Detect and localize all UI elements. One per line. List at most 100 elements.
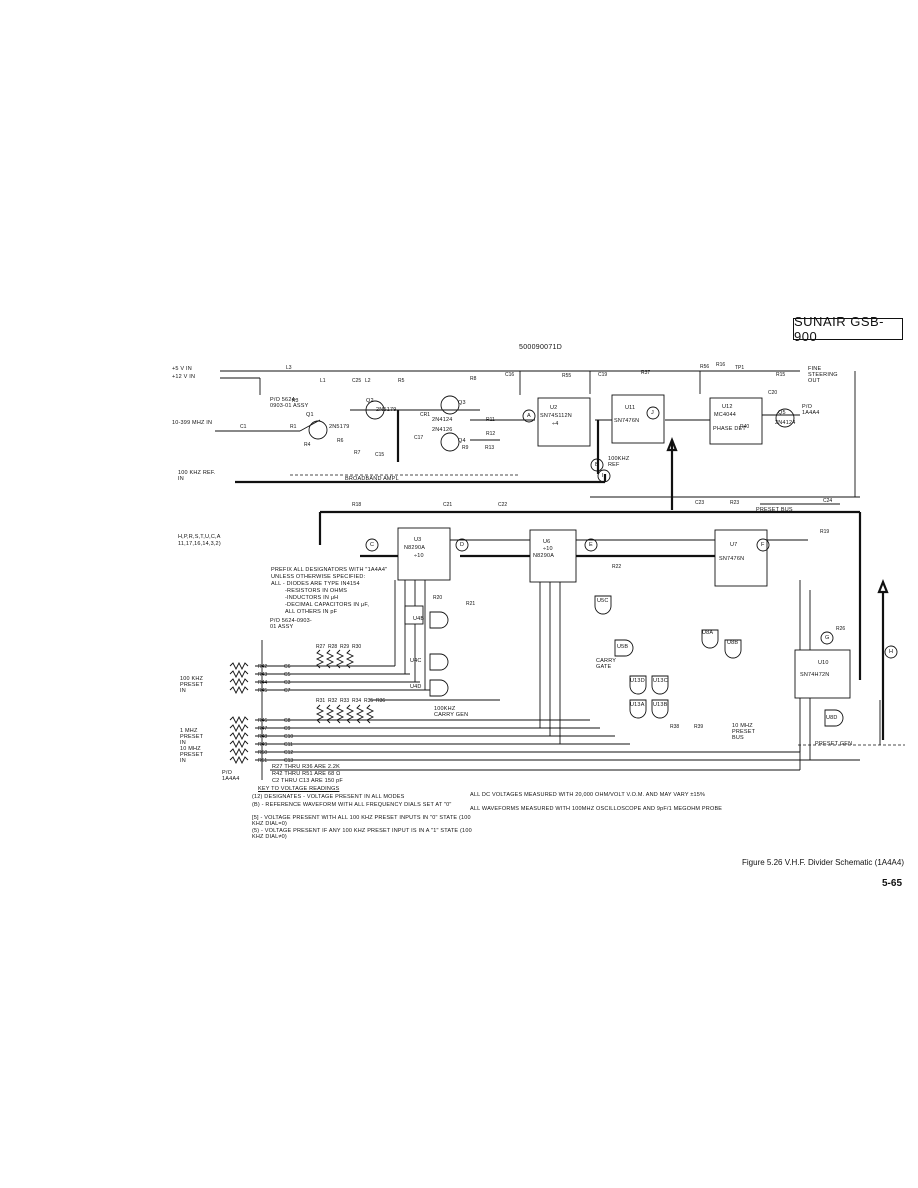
svg-text:C9: C9 bbox=[284, 726, 291, 732]
u10-part: SN74H72N bbox=[800, 672, 830, 678]
svg-text:R46: R46 bbox=[258, 718, 267, 724]
svg-text:C7: C7 bbox=[284, 688, 291, 694]
plus12-input-label: +12 V IN bbox=[172, 374, 196, 380]
note-prefix-4: -INDUCTORS IN μH bbox=[285, 595, 339, 601]
svg-text:R20: R20 bbox=[433, 595, 442, 601]
transistors bbox=[308, 395, 795, 452]
gate-u13c: U13C bbox=[653, 678, 668, 684]
svg-text:R27: R27 bbox=[316, 644, 325, 650]
key-title: KEY TO VOLTAGE READINGS bbox=[258, 786, 340, 792]
svg-text:L1: L1 bbox=[320, 378, 326, 384]
gate-u4c: U4C bbox=[410, 658, 422, 664]
svg-text:C17: C17 bbox=[414, 435, 423, 441]
svg-text:R38: R38 bbox=[670, 724, 679, 730]
svg-text:R18: R18 bbox=[352, 502, 361, 508]
po-bottom-label: P/O 1A4A4 bbox=[222, 770, 240, 782]
gate-u13b: U13B bbox=[653, 702, 668, 708]
ref-input-label: 100 KHZ REF. IN bbox=[178, 470, 216, 482]
svg-text:R28: R28 bbox=[328, 644, 337, 650]
svg-text:R9: R9 bbox=[462, 445, 469, 451]
q3-label: Q3 bbox=[458, 400, 466, 406]
u3-part: N8290A bbox=[404, 545, 426, 551]
wave-point-a: A bbox=[527, 413, 531, 419]
dc-voltage-note: ALL DC VOLTAGES MEASURED WITH 20,000 OHM… bbox=[470, 792, 706, 798]
wave-point-f: F bbox=[761, 542, 765, 548]
assy-label-top: P/O 5624-0903-01 ASSY bbox=[270, 397, 309, 409]
note-prefix-5: -DECIMAL CAPACITORS IN μF, bbox=[285, 602, 370, 608]
svg-text:R36: R36 bbox=[376, 698, 385, 704]
q1-label: Q1 bbox=[306, 412, 314, 418]
svg-text:L3: L3 bbox=[286, 365, 292, 371]
svg-text:R42: R42 bbox=[258, 664, 267, 670]
key-line-2: [5] - VOLTAGE PRESENT WITH ALL 100 KHZ P… bbox=[252, 815, 471, 827]
svg-text:C23: C23 bbox=[695, 500, 704, 506]
wave-point-i: I bbox=[602, 473, 604, 479]
svg-text:C20: C20 bbox=[768, 390, 777, 396]
svg-text:R6: R6 bbox=[337, 438, 344, 444]
svg-text:C5: C5 bbox=[284, 672, 291, 678]
svg-text:R22: R22 bbox=[612, 564, 621, 570]
svg-text:R48: R48 bbox=[258, 734, 267, 740]
note-prefix-0: PREFIX ALL DESIGNATORS WITH "1A4A4" bbox=[271, 567, 388, 573]
u6-divide: ÷10 bbox=[543, 546, 553, 552]
svg-text:R5: R5 bbox=[398, 378, 405, 384]
key-line-1: (B) - REFERENCE WAVEFORM WITH ALL FREQUE… bbox=[252, 802, 452, 808]
gate-u4d: U4D bbox=[410, 684, 422, 690]
u11-name: U11 bbox=[625, 405, 636, 411]
plus5-input-label: +5 V IN bbox=[172, 366, 192, 372]
q4-label: Q4 bbox=[458, 438, 466, 444]
pin-letters: H,P,R,S,T,U,C,A bbox=[178, 534, 221, 540]
gate-u13a: U13A bbox=[630, 702, 645, 708]
note-prefix-6: ALL OTHERS IN pF bbox=[285, 609, 338, 615]
svg-text:R26: R26 bbox=[836, 626, 845, 632]
document-number: 500090071D bbox=[519, 344, 563, 351]
u7-name: U7 bbox=[730, 542, 738, 548]
pin-numbers: 11,17,16,14,3,2) bbox=[178, 541, 221, 547]
u6-name: U6 bbox=[543, 539, 551, 545]
svg-text:R35: R35 bbox=[364, 698, 373, 704]
gate-u8b: U8B bbox=[727, 640, 739, 646]
svg-text:R34: R34 bbox=[352, 698, 361, 704]
fine-steering-label: FINE STEERING OUT bbox=[808, 366, 838, 384]
wave-point-c: C bbox=[370, 542, 375, 548]
q5-type: 2N4124 bbox=[775, 420, 796, 426]
figure-caption: Figure 5.26 V.H.F. Divider Schematic (1A… bbox=[742, 858, 904, 867]
rf-input-label: 10-399 MHZ IN bbox=[172, 420, 213, 426]
svg-text:R40: R40 bbox=[740, 424, 749, 430]
u6-part: N8290A bbox=[533, 553, 555, 559]
logic-gates bbox=[404, 595, 844, 727]
u2-name: U2 bbox=[550, 405, 558, 411]
preset-100khz-label: 100 KHZ PRESET IN bbox=[180, 676, 204, 694]
gate-u13d: U13D bbox=[630, 678, 645, 684]
wave-point-h: H bbox=[889, 649, 894, 655]
page-number: 5-65 bbox=[881, 878, 902, 889]
svg-text:R37: R37 bbox=[641, 370, 650, 376]
svg-text:C19: C19 bbox=[598, 372, 607, 378]
svg-text:C13: C13 bbox=[284, 758, 293, 764]
preset-10mhz-label: 10 MHZ PRESET IN bbox=[180, 746, 204, 764]
svg-text:C25: C25 bbox=[352, 378, 361, 384]
svg-text:R13: R13 bbox=[485, 445, 494, 451]
u11-part: SN7476N bbox=[614, 418, 640, 424]
u2-part: SN74S112N bbox=[540, 413, 572, 419]
svg-text:R49: R49 bbox=[258, 742, 267, 748]
svg-text:C6: C6 bbox=[284, 664, 291, 670]
counter-chain-bus bbox=[318, 440, 885, 740]
svg-text:R47: R47 bbox=[258, 726, 267, 732]
u10-name: U10 bbox=[818, 660, 829, 666]
wave-point-e: E bbox=[589, 542, 593, 548]
svg-text:R16: R16 bbox=[716, 362, 725, 368]
preset-1mhz-label: 1 MHZ PRESET IN bbox=[180, 728, 204, 746]
note-resistor-2: C2 THRU C13 ARE 150 pF bbox=[272, 778, 343, 784]
note-prefix-1: UNLESS OTHERWISE SPECIFIED: bbox=[271, 574, 366, 580]
ic-blocks bbox=[397, 394, 851, 699]
reference-path bbox=[235, 474, 607, 484]
u12-part: MC4044 bbox=[714, 412, 736, 418]
svg-text:R15: R15 bbox=[776, 372, 785, 378]
svg-text:C15: C15 bbox=[375, 452, 384, 458]
wave-point-b: B bbox=[595, 462, 599, 468]
note-prefix-2: ALL - DIODES ARE TYPE IN4154 bbox=[271, 581, 360, 587]
q3-type: 2N4124 bbox=[432, 417, 453, 423]
svg-text:R31: R31 bbox=[316, 698, 325, 704]
